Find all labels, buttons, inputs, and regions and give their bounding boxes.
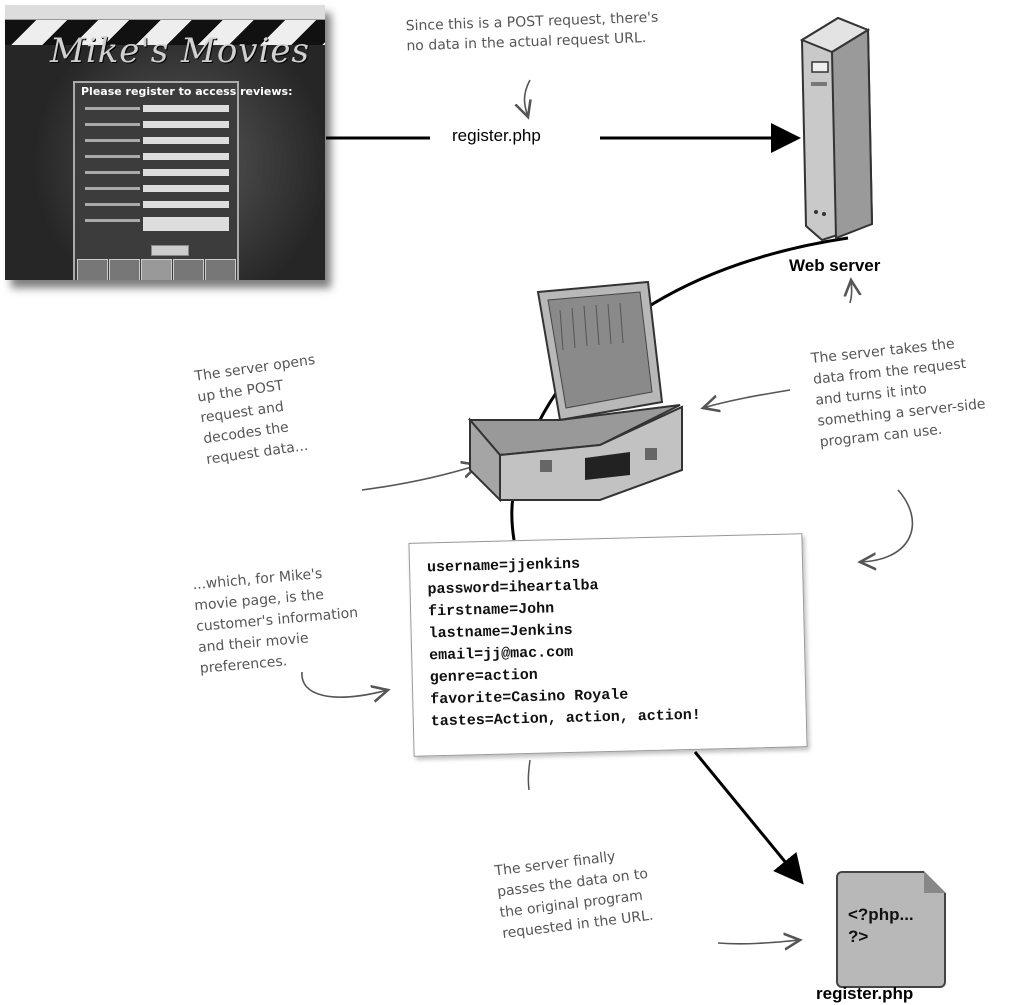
request-data-list: username=jjenkins password=iheartalba fi… <box>427 548 806 733</box>
form-heading: Please register to access reviews: <box>81 85 293 98</box>
note-which-for-mike: ...which, for Mike's movie page, is the … <box>191 565 359 677</box>
web-server-label: Web server <box>789 256 881 275</box>
form-label <box>85 203 140 206</box>
target-file-label: register.php <box>816 984 914 1003</box>
note-server-opens: The server opens up the POST request and… <box>193 352 317 468</box>
form-field <box>143 137 229 144</box>
form-label <box>85 155 140 158</box>
movie-thumbnail <box>141 259 172 280</box>
form-label <box>85 219 140 222</box>
form-field <box>143 121 229 128</box>
form-field <box>143 105 229 112</box>
movie-thumbnail <box>109 259 140 280</box>
note-server-takes: The server takes the data from the reque… <box>810 336 987 451</box>
turns-note-arrow <box>860 489 914 562</box>
which-note-arrow <box>301 671 388 697</box>
browser-screenshot: Mike's Movies Please register to access … <box>5 5 325 280</box>
form-field <box>143 153 229 160</box>
opens-note-arrow <box>361 465 478 491</box>
finally-note-arrow <box>717 940 800 944</box>
page-fold-corner <box>924 871 946 893</box>
web-server-icon <box>799 16 874 242</box>
page-body: Mike's Movies Please register to access … <box>5 31 325 280</box>
submit-button <box>151 245 189 256</box>
site-logo: Mike's Movies <box>50 31 310 71</box>
movie-thumbnail <box>205 259 236 280</box>
form-label <box>85 107 140 110</box>
form-textarea <box>143 217 229 231</box>
php-file-icon: <?php... ?> <box>836 871 946 988</box>
movie-thumbnail <box>77 259 108 280</box>
briefcase-icon <box>467 280 683 503</box>
form-field <box>143 169 229 176</box>
data-to-program-arrow <box>693 751 804 885</box>
request-url-label: register.php <box>452 126 541 145</box>
form-label <box>85 123 140 126</box>
form-label <box>85 187 140 190</box>
server-note-arrow <box>850 280 852 304</box>
browser-toolbar <box>5 5 325 20</box>
form-label <box>85 139 140 142</box>
form-label <box>85 171 140 174</box>
post-note-arrow <box>525 79 531 117</box>
php-code: <?php... ?> <box>848 905 914 946</box>
form-field <box>143 201 229 208</box>
request-data-box: username=jjenkins password=iheartalba fi… <box>408 533 808 757</box>
movie-thumbnail <box>173 259 204 280</box>
takes-note-arrow <box>703 389 791 408</box>
form-field <box>143 185 229 192</box>
film-strip-banner <box>5 20 325 46</box>
